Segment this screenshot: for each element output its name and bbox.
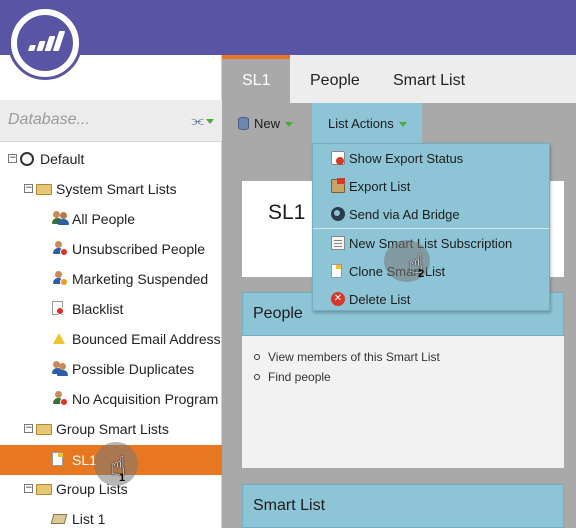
tree-item-label: Bounced Email Address [72, 331, 221, 347]
people-icon [52, 211, 69, 226]
list-actions-menu: Show Export Status Export List Send via … [312, 143, 550, 311]
marketo-logo[interactable] [8, 6, 82, 80]
tree-item-label: List 1 [72, 511, 106, 527]
people-panel: People View members of this Smart List F… [242, 292, 564, 468]
menu-item-new-smart-list-subscription[interactable]: New Smart List Subscription [313, 229, 549, 257]
menu-divider [313, 228, 549, 229]
step-number: 1 [119, 472, 126, 484]
menu-item-label: Delete List [349, 292, 411, 307]
menu-item-show-export-status[interactable]: Show Export Status [313, 144, 549, 172]
globe-icon [20, 152, 34, 166]
folder-icon [36, 424, 52, 435]
database-search-placeholder: Database... [8, 111, 90, 128]
tree-item-label: Default [40, 151, 85, 167]
folder-icon [36, 184, 52, 195]
tree-item-label: Marketing Suspended [72, 271, 209, 287]
chevron-down-icon [398, 122, 407, 128]
smart-list-icon [52, 452, 63, 466]
suspended-person-icon [52, 271, 68, 286]
tree-item-blacklist[interactable]: Blacklist [0, 295, 222, 323]
tree-item-possible-duplicates[interactable]: Possible Duplicates [0, 355, 222, 383]
export-icon [331, 178, 345, 193]
top-header [0, 0, 576, 55]
smart-list-panel-header: Smart List [242, 484, 564, 528]
warning-icon [52, 331, 68, 346]
people-links: View members of this Smart List Find peo… [254, 350, 440, 390]
menu-item-label: Export List [349, 179, 411, 194]
tree-item-group-smart-lists[interactable]: − Group Smart Lists [0, 415, 222, 443]
menu-item-clone-smart-list[interactable]: Clone Smart List [313, 257, 549, 285]
tree-item-label: SL1 [72, 452, 97, 468]
no-acquisition-icon [52, 391, 68, 406]
find-people-link[interactable]: Find people [254, 370, 440, 390]
unsubscribed-person-icon [52, 241, 68, 256]
tree-item-label: Unsubscribed People [72, 241, 206, 257]
export-status-icon [331, 151, 345, 165]
click-highlight [384, 240, 430, 282]
collapse-icon[interactable]: − [24, 483, 33, 493]
tree-item-label: No Acquisition Program [72, 391, 219, 407]
view-members-link[interactable]: View members of this Smart List [254, 350, 440, 370]
folder-icon [36, 484, 52, 495]
tab-smart-list[interactable]: Smart List [393, 72, 466, 89]
page-title: SL1 [268, 201, 306, 224]
tree-item-system-smart-lists[interactable]: − System Smart Lists [0, 175, 222, 203]
collapse-icon[interactable]: − [24, 183, 33, 193]
delete-icon: ✕ [331, 292, 345, 306]
tab-people[interactable]: People [310, 72, 360, 89]
menu-item-label: Send via Ad Bridge [349, 207, 460, 222]
duplicates-icon [52, 361, 68, 376]
chevron-down-icon [285, 122, 294, 128]
static-list-icon [50, 514, 68, 524]
smart-list-panel-title: Smart List [253, 497, 326, 514]
link-text: View members of this Smart List [268, 350, 440, 364]
collapse-icon[interactable]: − [24, 423, 33, 433]
hand-cursor-icon: ☝ [408, 250, 424, 280]
clone-icon [331, 264, 342, 278]
filter-icon[interactable]: ⫘ [191, 112, 214, 129]
list-actions-button[interactable]: List Actions [312, 103, 422, 143]
ad-bridge-icon [331, 207, 345, 221]
menu-item-export-list[interactable]: Export List [313, 172, 549, 200]
blacklist-icon [52, 301, 64, 315]
menu-item-delete-list[interactable]: ✕ Delete List [313, 285, 549, 313]
tree-item-label: All People [72, 211, 136, 227]
new-button-label: New [254, 116, 281, 131]
menu-item-send-via-ad-bridge[interactable]: Send via Ad Bridge [313, 200, 549, 228]
click-highlight [94, 442, 138, 486]
toolbar: New List Actions [222, 103, 576, 143]
step-number: 2 [418, 268, 425, 280]
tree-item-label: Blacklist [72, 301, 124, 317]
hand-cursor-icon: ☝ [110, 452, 126, 482]
menu-item-label: New Smart List Subscription [349, 236, 513, 251]
database-search[interactable]: Database... ⫘ [0, 100, 222, 142]
tree-item-unsubscribed-people[interactable]: Unsubscribed People [0, 235, 222, 263]
tree-item-marketing-suspended[interactable]: Marketing Suspended [0, 265, 222, 293]
database-icon [238, 117, 249, 130]
people-panel-title: People [253, 305, 303, 322]
tree-item-list-1[interactable]: List 1 [0, 505, 222, 528]
tree-item-label: Group Smart Lists [56, 421, 169, 437]
tree-item-default[interactable]: − Default [0, 145, 222, 173]
link-text: Find people [268, 370, 331, 384]
tree-item-bounced-email-address[interactable]: Bounced Email Address [0, 325, 222, 353]
smart-list-panel: Smart List [242, 484, 564, 528]
tree-item-all-people[interactable]: All People [0, 205, 222, 233]
collapse-icon[interactable]: − [8, 153, 17, 163]
tree-item-label: Possible Duplicates [72, 361, 195, 377]
tab-sl1[interactable]: SL1 [222, 55, 290, 103]
tree-item-label: System Smart Lists [56, 181, 177, 197]
menu-item-label: Show Export Status [349, 151, 464, 166]
list-actions-label: List Actions [328, 116, 394, 131]
subscription-icon [331, 236, 345, 250]
tree-item-no-acquisition-program[interactable]: No Acquisition Program [0, 385, 222, 413]
tabs-bar: SL1 People Smart List [222, 55, 576, 103]
new-button[interactable]: New [238, 103, 294, 143]
